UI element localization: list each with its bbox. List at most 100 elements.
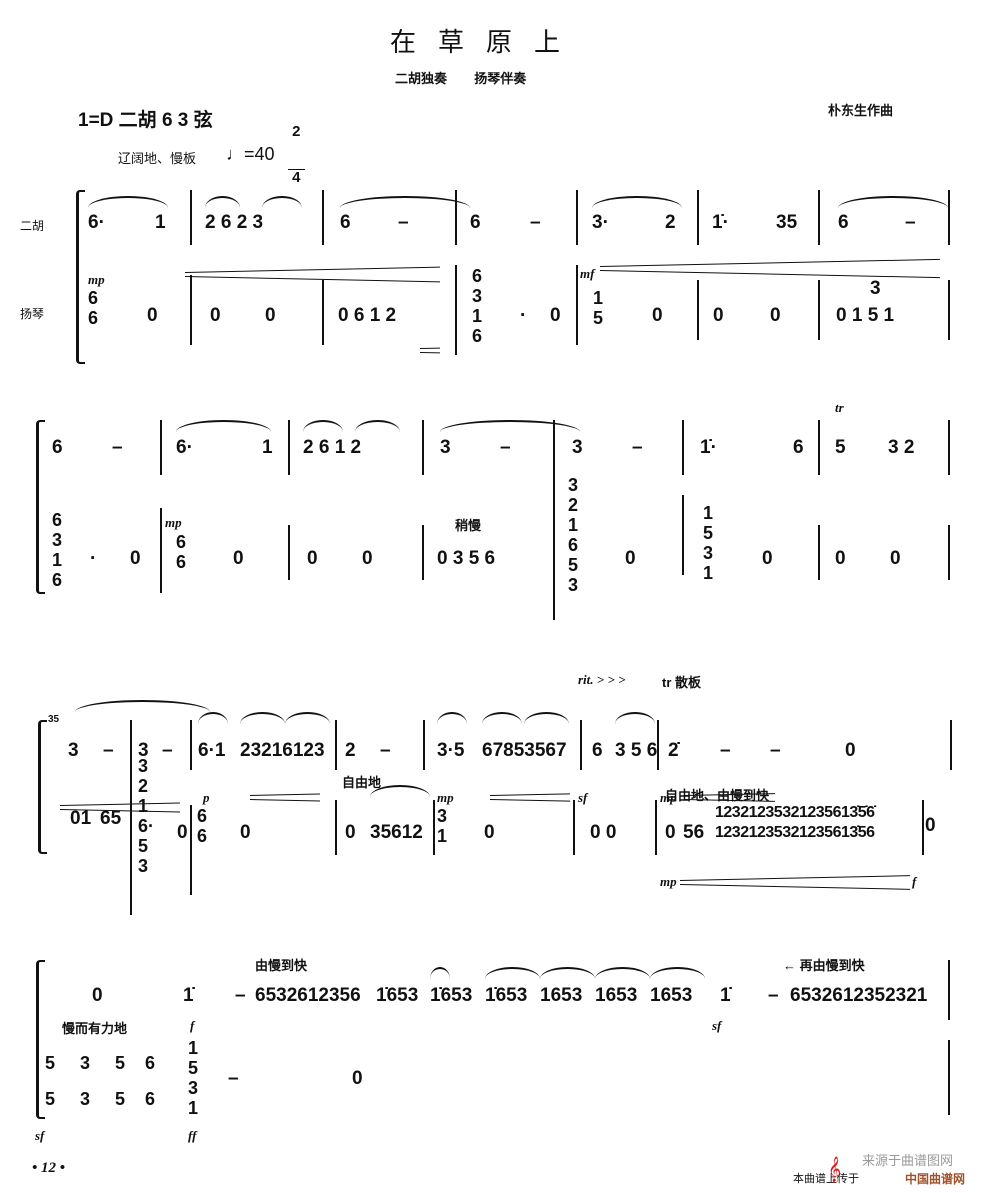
erhu-note: 1̇· [712,212,729,233]
barline [948,420,950,475]
barline [455,190,457,245]
page-number: • 12 • [32,1160,66,1176]
slur-mark [303,420,343,432]
yangqin-note: – [228,1068,239,1089]
yangqin-note: 0 [762,548,773,569]
dynamic-mark: f [190,1018,195,1033]
composer: 朴东生作曲 [828,103,894,118]
erhu-note: 2 [345,740,356,761]
erhu-note: – [632,437,643,458]
barline [697,190,699,245]
erhu-note: 1̇653 [376,985,419,1006]
barline [576,265,578,345]
hairpin-line [599,270,940,279]
erhu-note: – [112,437,123,458]
erhu-note: 1̇· [700,437,717,458]
dynamic-mark: mp [165,515,182,530]
yangqin-chord: 3 3 [80,1053,91,1109]
barline [422,420,424,475]
system-bracket [36,420,45,594]
yangqin-note: 35612 [370,822,423,843]
yangqin-note: 0 [240,822,251,843]
erhu-note: 6532612352321 [790,985,928,1006]
yangqin-note: 0 1 5 1 [836,305,895,326]
dynamic-mark: p [203,790,210,805]
expression-text: 慢而有力地 [62,1021,128,1036]
system-bracket [38,720,47,854]
yangqin-note: 0 [550,305,561,326]
erhu-note: 3· [592,212,609,233]
erhu-note: – [905,212,916,233]
erhu-note: 3 [572,437,583,458]
slur-mark [198,712,228,724]
erhu-note: 1̇ [720,985,731,1006]
erhu-note: 2̇ [668,740,679,761]
barline [433,800,435,855]
yangqin-note: 0 [835,548,846,569]
time-signature: 2 4 [288,94,305,215]
erhu-note: – [500,437,511,458]
erhu-note: 1653 [650,985,693,1006]
hairpin-line [489,793,570,796]
barline [655,800,657,855]
erhu-note: 2 6 1 2 [303,437,362,458]
barline [948,960,950,1020]
erhu-note: 23216123 [240,740,325,761]
yangqin-note: 0 [352,1068,363,1089]
hairpin-line [249,793,320,796]
barline [948,525,950,580]
erhu-note: 2 [665,212,676,233]
barline [948,1040,950,1115]
barline [950,720,952,770]
yangqin-note: 01 [70,808,92,829]
hairpin-line [419,347,441,349]
barline [657,720,659,770]
erhu-note: 6 [838,212,849,233]
yangqin-note: 0 [345,822,356,843]
yangqin-note: 0 [362,548,373,569]
barline [190,275,192,345]
slur-mark [88,196,168,208]
slur-mark [540,967,595,979]
barline [573,800,575,855]
barline [818,190,820,245]
dynamic-mark: mp [660,874,677,889]
erhu-note: 6 [793,437,804,458]
erhu-note: 5 [835,437,846,458]
barline [160,420,162,475]
slur-mark [485,967,540,979]
erhu-note: 6 [592,740,603,761]
yangqin-note: 0 6 1 2 [338,305,397,326]
yangqin-note: 3 [870,278,881,299]
yangqin-label: 扬琴 [20,307,45,321]
slur-mark [262,196,302,208]
expression-text: 自由地 [342,775,382,790]
yangqin-note: 0 [210,305,221,326]
yangqin-chord: 5 5 [115,1053,126,1109]
site-name: 中国曲谱网 [905,1172,966,1186]
yangqin-note: 0 [177,822,188,843]
erhu-note: 0 [92,985,103,1006]
yangqin-note: 0 [307,548,318,569]
slur-mark [355,420,400,432]
yangqin-note: 0 [770,305,781,326]
watermark: 来源于曲谱图网 [862,1153,954,1168]
erhu-note: 35 [776,212,798,233]
expression-text: 由慢到快 [255,958,308,973]
yangqin-chord: 6 6 [145,1053,156,1109]
yangqin-note: 0 0 [590,822,617,843]
barline [288,420,290,475]
hairpin-line [679,884,910,890]
upload-text: 本曲谱上传于 [793,1173,859,1185]
erhu-note: 3 [68,740,79,761]
barline [130,720,132,770]
yangqin-chord: 6 6 [197,806,208,846]
slur-mark [205,196,240,208]
erhu-note: 0 [845,740,856,761]
yangqin-note: 12321235321235613̇56 [715,824,875,841]
barline [190,805,192,895]
expression-text: 稍慢 [455,518,482,533]
system-bracket [76,190,85,364]
time-bottom: 4 [288,169,305,185]
erhu-note: 1 [262,437,273,458]
